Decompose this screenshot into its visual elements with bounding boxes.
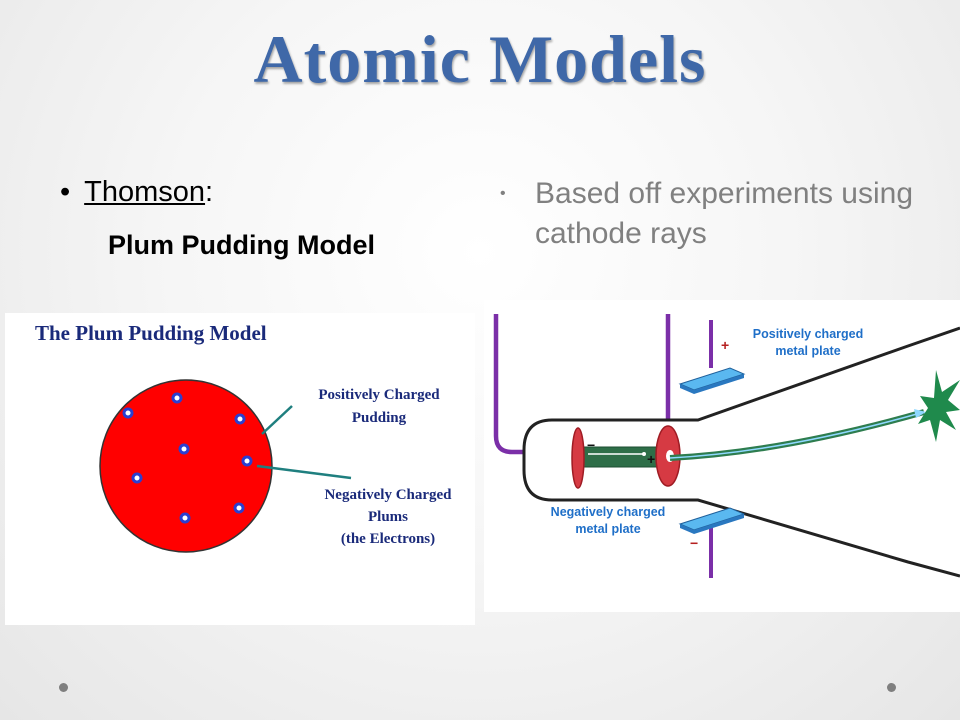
model-name: Plum Pudding Model [108, 230, 375, 260]
cathode-disk [571, 427, 585, 489]
electrode-plus: + [647, 451, 655, 467]
negative-plate-label-line2: metal plate [575, 522, 640, 536]
positive-plate-label-line1: Positively charged [753, 327, 863, 341]
negative-plate-edge [680, 524, 694, 534]
label-negative-line2: Plums [368, 509, 408, 525]
thomson-label: Thomson [84, 176, 206, 208]
label-negative-line3: (the Electrons) [341, 531, 435, 547]
bullet-thomson: • Thomson: [60, 176, 213, 209]
thomson-colon: : [205, 176, 214, 208]
positive-plate-edge [694, 374, 744, 394]
electron [131, 472, 143, 484]
plum-diagram-heading: The Plum Pudding Model [35, 321, 267, 345]
pudding-pointer [261, 405, 293, 435]
corner-dot-right [887, 683, 896, 692]
plum-pudding-diagram: The Plum Pudding Model Positively Charge… [5, 313, 475, 625]
electron [233, 502, 245, 514]
electron [178, 443, 190, 455]
beam-arrowhead [914, 409, 926, 418]
electrode-minus: − [587, 437, 595, 453]
label-positive-line2: Pudding [352, 410, 407, 426]
cathode-ray-diagram: − + + − Positively charged metal plate N… [484, 300, 960, 612]
negative-plate-sign: − [690, 535, 698, 551]
negative-plate-edge [694, 514, 744, 534]
electron [241, 455, 253, 467]
cathode-rays-text: Based off experiments using cathode rays [535, 177, 914, 250]
electron [122, 407, 134, 419]
slide-title: Atomic Models [253, 21, 707, 97]
label-positive-line1: Positively Charged [318, 387, 440, 403]
electron [171, 392, 183, 404]
positive-plate-sign: + [721, 337, 729, 353]
cathode-ray-svg: − + + − Positively charged metal plate N… [493, 314, 960, 578]
beam-wire-end [642, 452, 646, 456]
pudding-sphere [99, 379, 273, 553]
electron [179, 512, 191, 524]
corner-dot-left [59, 683, 68, 692]
positive-plate-edge [680, 384, 694, 394]
electron [234, 413, 246, 425]
negative-plate-label-line1: Negatively charged [551, 505, 666, 519]
positive-plate-label-line2: metal plate [775, 344, 840, 358]
plum-pudding-svg: The Plum Pudding Model Positively Charge… [35, 321, 452, 553]
electrons [122, 392, 253, 524]
bullet-dot: • [500, 185, 506, 202]
fluorescent-spot [918, 370, 960, 442]
cathode-wire [493, 314, 528, 455]
beam-highlight [669, 411, 925, 459]
plums-pointer [256, 464, 352, 480]
bullet-dot: • [60, 176, 71, 208]
label-negative-line1: Negatively Charged [324, 487, 452, 503]
